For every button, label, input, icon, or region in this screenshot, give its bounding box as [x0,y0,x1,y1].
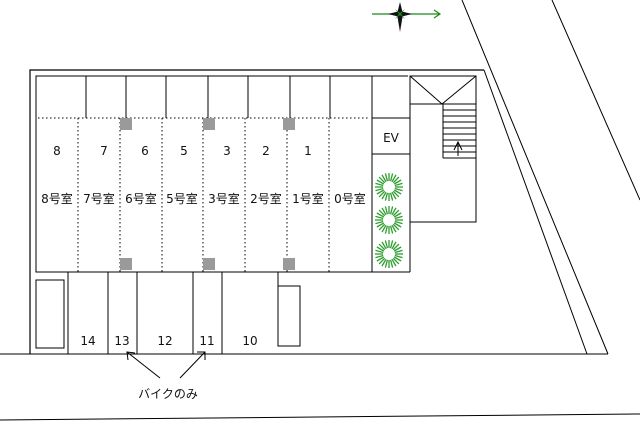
parking-space-label: 13 [114,334,129,348]
lot-boundary [29,69,484,354]
unit-number: 6 [141,144,149,158]
room-label: 5号室 [166,191,198,206]
shrubs [375,173,403,268]
parking-space-label: 10 [242,334,257,348]
lower-road-line [0,413,640,421]
unit-number: 7 [100,144,108,158]
room-label: 0号室 [334,191,366,206]
planter-left [35,279,65,349]
room-label: 7号室 [83,191,115,206]
room-label: 8号室 [41,191,73,206]
road-edge-left [461,0,609,355]
room-dividers [77,118,330,272]
room-label: 1号室 [292,191,324,206]
unit-number: 3 [223,144,231,158]
unit-number: 8 [53,144,61,158]
room-label: 2号室 [250,191,282,206]
elevator-label: EV [383,131,400,145]
staircase [409,75,477,223]
parking-space-label: 12 [157,334,172,348]
shrub-icon [375,173,403,201]
planter-right [277,285,301,347]
room-label: 3号室 [208,191,240,206]
compass-icon [372,2,442,32]
bike-arrows [126,351,206,379]
parking-numbers: 14 13 12 11 10 [80,334,257,348]
unit-number: 2 [262,144,270,158]
parking-space-label: 11 [199,334,214,348]
bike-only-label: バイクのみ [138,387,198,401]
shrub-icon [375,240,403,268]
room-labels: 8号室 7号室 6号室 5号室 3号室 2号室 1号室 0号室 [41,191,366,206]
unit-number: 5 [180,144,188,158]
lot-boundary-diagonal [483,69,588,355]
parking-area [35,272,301,354]
unit-number: 1 [304,144,312,158]
shrub-icon [375,206,403,234]
pillars [120,118,295,270]
road-edge-right [551,0,640,201]
balcony-partitions [85,76,331,118]
room-label: 6号室 [125,191,157,206]
unit-numbers: 8 7 6 5 3 2 1 [53,144,312,158]
parking-space-label: 14 [80,334,95,348]
